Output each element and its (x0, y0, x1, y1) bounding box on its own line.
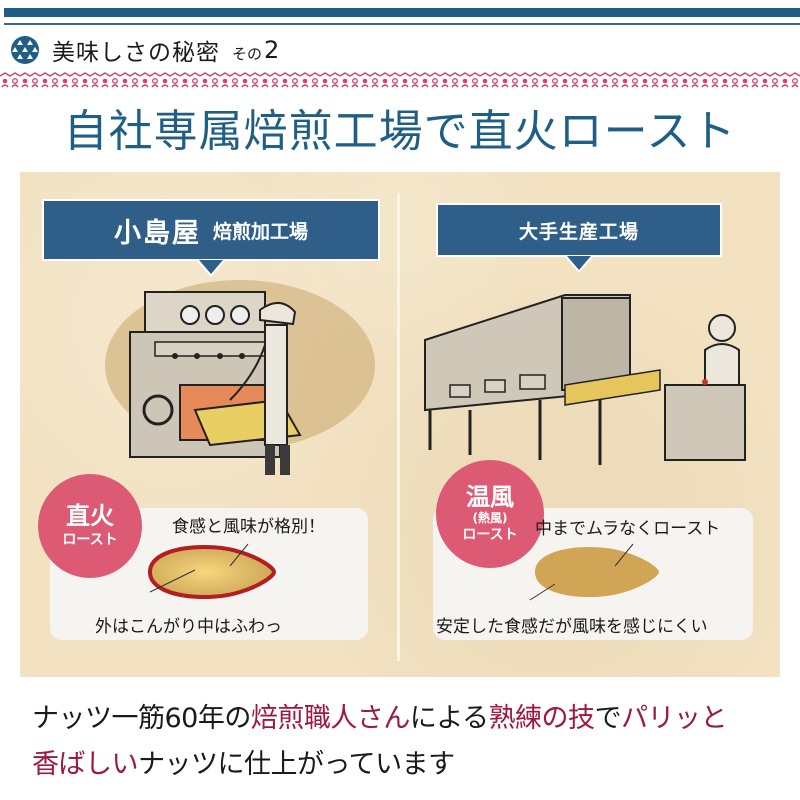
hot-air-badge: 温風 (熱風) ロースト (436, 460, 544, 568)
direct-fire-badge: 直火 ロースト (38, 474, 142, 578)
diamond-pattern-icon (11, 36, 39, 64)
section-header: 美味しさの秘密 その 2 (10, 33, 279, 67)
section-title: 美味しさの秘密 (52, 40, 220, 66)
factory-label: 焙煎加工場 (212, 220, 308, 243)
conveyor-factory-illustration (424, 294, 746, 465)
major-factory-tag: 大手生産工場 (436, 203, 722, 257)
bottom-line-2: 香ばしいナッツに仕上がっています (32, 742, 792, 788)
badge-paren-text: (熱風) (472, 511, 508, 525)
hot-air-nut-illustration (529, 543, 659, 601)
section-sub-label: その (232, 44, 263, 63)
bottom-line-1: ナッツ一筋60年の焙煎職人さんによる熟練の技でパリッと (32, 696, 792, 742)
text-segment: ナッツ一筋60年の (32, 703, 251, 734)
right-caption-bottom: 安定した食感だが風味を感じにくい (436, 617, 708, 637)
highlight-segment: 香ばしい (32, 749, 139, 780)
left-caption-bottom: 外はこんがり中はふわっ (95, 617, 282, 637)
koshimaya-factory-tag: 小島屋 焙煎加工場 (42, 199, 380, 261)
panel-divider (397, 193, 400, 661)
text-segment: で (594, 703, 622, 734)
text-segment: ナッツに仕上がっています (138, 749, 455, 780)
direct-fire-roaster-illustration (105, 280, 375, 475)
factory-label: 大手生産工場 (518, 220, 639, 243)
badge-main-text: 直火 (66, 502, 114, 530)
highlight-segment: 熟練の技 (488, 703, 596, 734)
highlight-segment: 焙煎職人さん (250, 703, 411, 734)
right-caption-top: 中までムラなくロースト (535, 519, 721, 539)
text-segment: による (409, 703, 489, 734)
top-accent-bar (4, 8, 800, 17)
badge-sub-text: ロースト (62, 532, 118, 548)
top-accent-line (4, 23, 800, 25)
badge-main-text: 温風 (466, 483, 514, 511)
bottom-description: ナッツ一筋60年の焙煎職人さんによる熟練の技でパリッと 香ばしいナッツに仕上がっ… (32, 696, 792, 788)
badge-sub-text: ロースト (462, 527, 518, 543)
roasted-nut-illustration (147, 543, 277, 599)
decorative-pattern-band (0, 72, 800, 88)
section-number: 2 (264, 36, 280, 64)
main-title: 自社専属焙煎工場で直火ロースト (63, 106, 737, 157)
highlight-segment: パリッと (621, 703, 728, 734)
left-caption-top: 食感と風味が格別！ (172, 517, 325, 537)
brand-name: 小島屋 (113, 217, 201, 249)
